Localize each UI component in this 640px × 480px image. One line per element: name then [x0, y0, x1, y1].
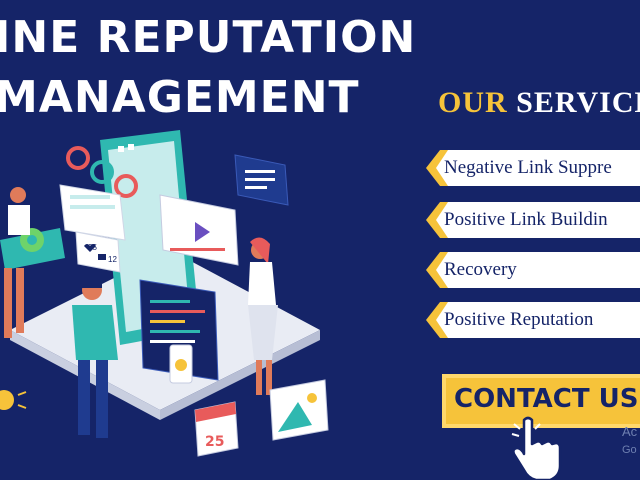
heart-icon: [84, 244, 96, 252]
contact-us-button[interactable]: CONTACT US: [442, 374, 640, 428]
person-holding-gear: [4, 187, 30, 338]
calendar-day: 25: [205, 434, 224, 450]
isometric-illustration: 25 12: [0, 130, 329, 457]
service-item-recovery: Recovery: [426, 252, 640, 288]
comments-count: 12: [108, 255, 117, 264]
mountain-image-icon: [269, 379, 329, 441]
service-label: Positive Reputation: [444, 309, 594, 330]
service-item-positive-reputation: Positive Reputation: [426, 302, 640, 338]
services-title-rest: SERVICE: [516, 86, 640, 119]
services-title: OUR SERVICE: [438, 86, 640, 120]
calendar-icon: 25: [194, 401, 239, 457]
headline-line-2: MANAGEMENT: [0, 72, 360, 123]
headline-line-1: INE REPUTATION: [0, 12, 417, 63]
person-standing: [72, 280, 118, 438]
likes-card: [75, 231, 121, 273]
watermark-line-2: Go: [622, 444, 637, 456]
contact-us-label: CONTACT US: [454, 384, 639, 414]
service-item-positive-link: Positive Link Buildin: [426, 202, 640, 238]
service-label: Positive Link Buildin: [444, 209, 608, 230]
likes-count: 25: [88, 243, 97, 252]
play-icon: [195, 222, 210, 242]
comment-icon: [98, 254, 106, 260]
woman-presenting: [248, 237, 278, 395]
hand-pointer-icon: [511, 416, 562, 480]
progress-rings-icon: [66, 146, 138, 198]
services-title-our: OUR: [438, 86, 508, 119]
service-label: Negative Link Suppre: [444, 157, 612, 178]
service-label: Recovery: [444, 259, 517, 280]
lightbulb-icon: [0, 390, 27, 410]
watermark-line-1: Ac: [622, 424, 638, 439]
service-item-negative-link: Negative Link Suppre: [426, 150, 640, 186]
